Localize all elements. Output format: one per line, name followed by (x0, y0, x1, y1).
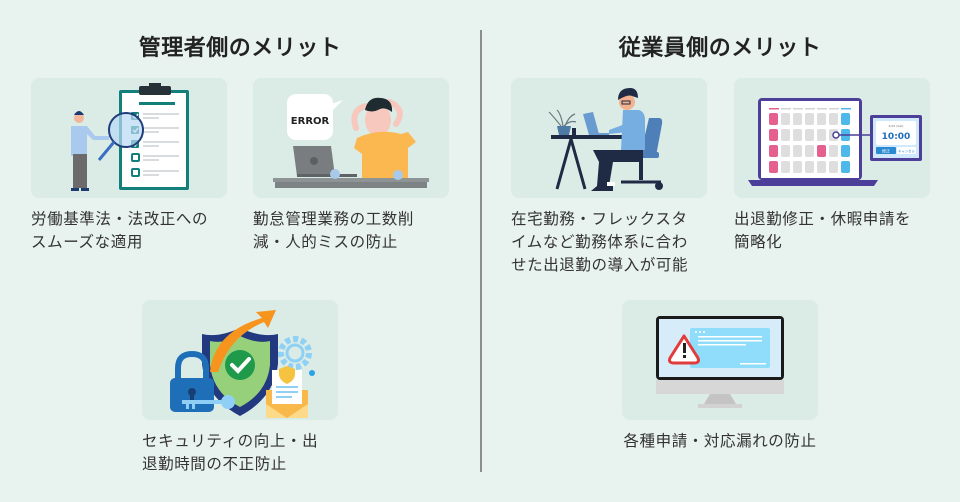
calendar-time-edit-icon: 4/26 (Sat) 10:00 修正 キャンセル (748, 98, 922, 186)
benefit-caption: 労働基準法・法改正への スムーズな適用 (31, 210, 209, 251)
benefit-item-security: セキュリティの向上・出 退勤時間の不正防止 (142, 300, 342, 476)
checklist-magnifier-icon (71, 83, 189, 191)
benefit-item-workload-reduction: ERROR 勤怠管理業務の工数削 減・人的ミスの防止 (253, 78, 453, 254)
benefit-caption: セキュリティの向上・出 退勤時間の不正防止 (142, 432, 319, 473)
illustration-card (142, 300, 338, 420)
benefit-item-flexible-work: 在宅勤務・フレックスタ イムなど勤務体系に合わ せた出退勤の導入が可能 (511, 78, 711, 277)
svg-text:4/26 (Sat): 4/26 (Sat) (889, 124, 904, 128)
benefit-item-attendance-correction: 4/26 (Sat) 10:00 修正 キャンセル 出退勤修正・休暇申請を 簡略… (734, 78, 934, 254)
benefit-item-labor-law: 労働基準法・法改正への スムーズな適用 (31, 78, 231, 254)
illustration-card (31, 78, 227, 198)
remote-work-desk-icon (548, 88, 663, 191)
benefit-caption: 出退勤修正・休暇申請を 簡略化 (734, 210, 912, 251)
svg-text:ERROR: ERROR (291, 116, 330, 127)
illustration-card (622, 300, 818, 420)
monitor-warning-icon (656, 316, 784, 408)
benefit-caption: 各種申請・対応漏れの防止 (623, 432, 817, 450)
benefit-caption: 勤怠管理業務の工数削 減・人的ミスの防止 (253, 210, 415, 251)
benefit-caption: 在宅勤務・フレックスタ イムなど勤務体系に合わ せた出退勤の導入が可能 (511, 210, 689, 274)
section-divider (480, 30, 482, 472)
illustration-card: 4/26 (Sat) 10:00 修正 キャンセル (734, 78, 930, 198)
illustration-card (511, 78, 707, 198)
svg-text:修正: 修正 (882, 148, 890, 154)
benefit-item-request-omission: 各種申請・対応漏れの防止 (622, 300, 822, 453)
svg-text:キャンセル: キャンセル (898, 149, 916, 154)
security-shield-icon (170, 310, 315, 418)
employee-benefits-title: 従業員側のメリット (618, 36, 822, 61)
error-person-icon: ERROR (273, 94, 429, 188)
admin-benefits-title: 管理者側のメリット (138, 36, 342, 61)
illustration-card: ERROR (253, 78, 449, 198)
svg-text:10:00: 10:00 (882, 132, 911, 142)
